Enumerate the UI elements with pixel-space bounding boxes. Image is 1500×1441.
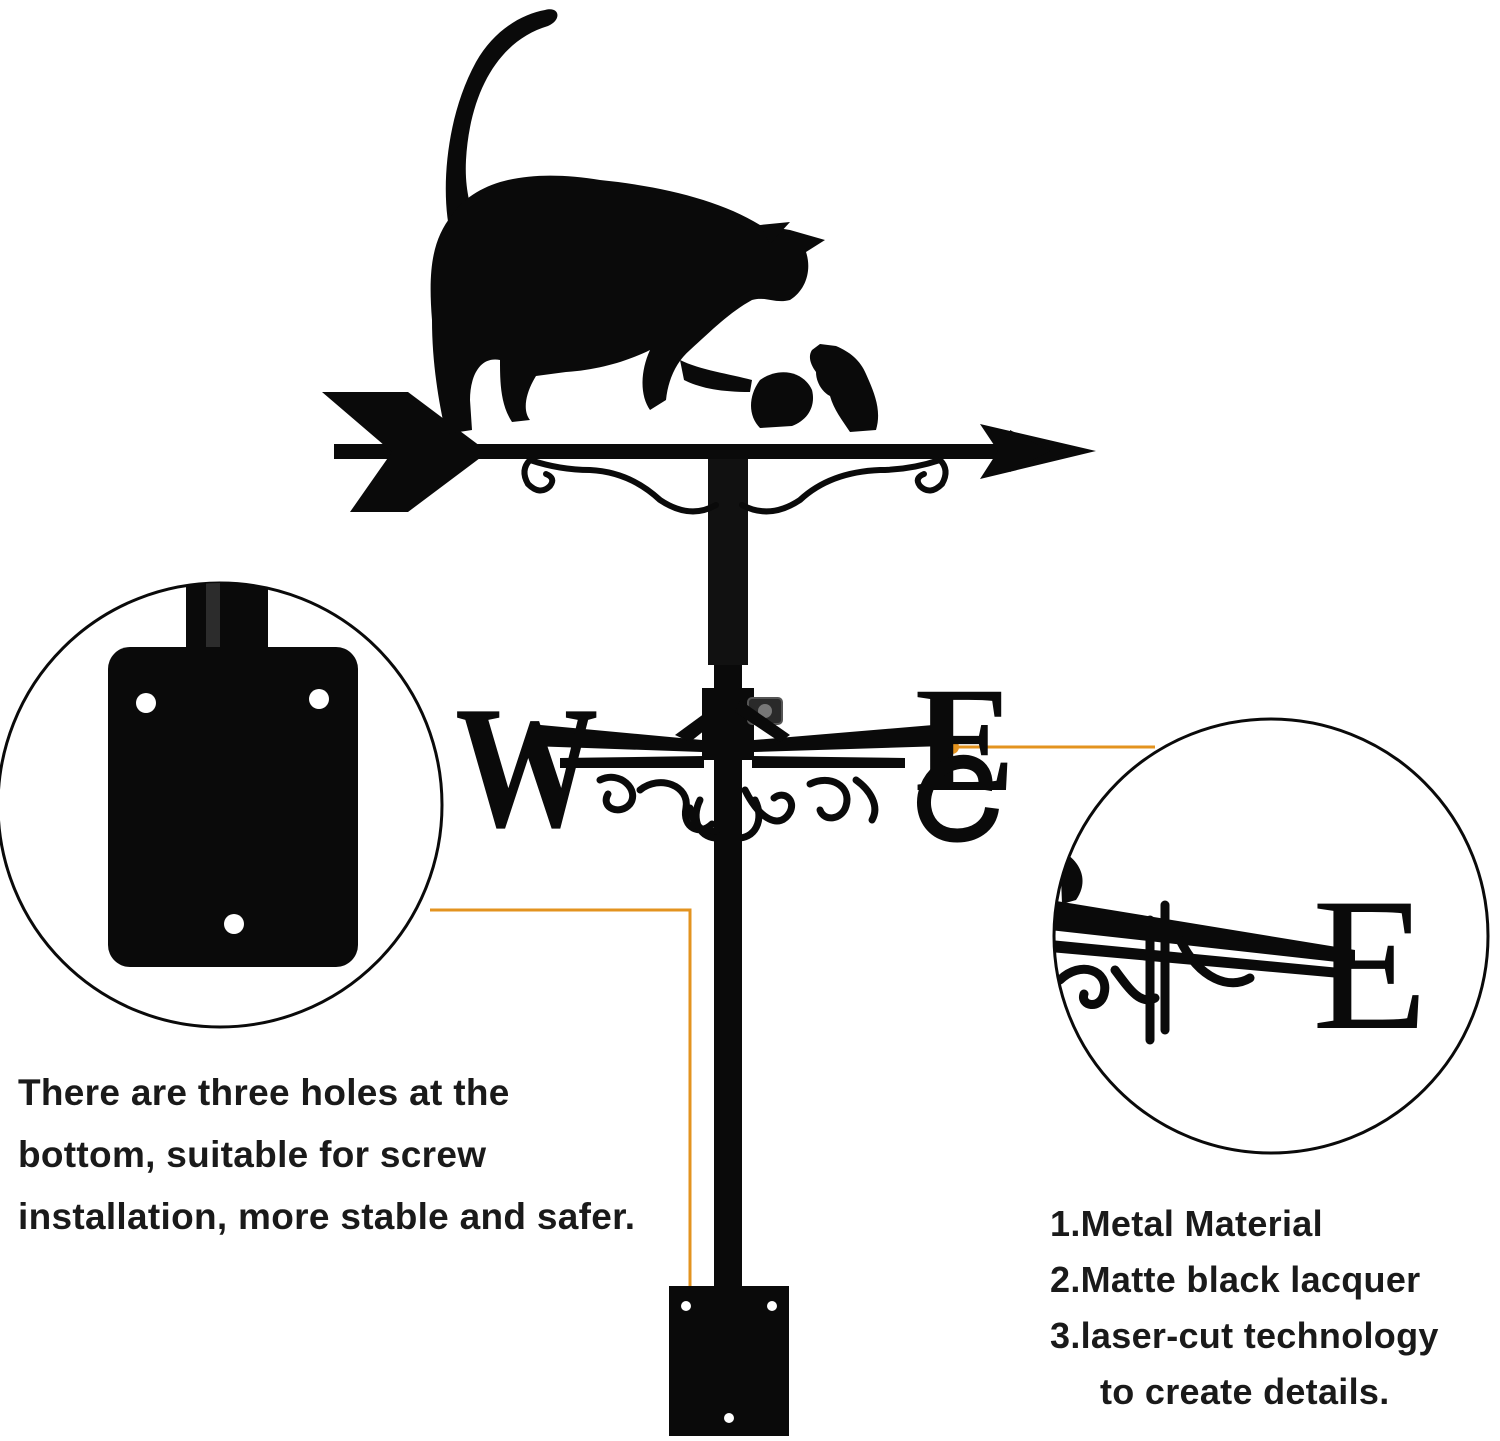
svg-text:E: E — [1312, 860, 1428, 1070]
pole-sleeve — [708, 455, 748, 665]
east-letter-c-flourish — [917, 754, 999, 843]
feature-item-material: 1.Metal Material — [1050, 1203, 1323, 1244]
mouse-silhouette-icon — [751, 344, 879, 432]
base-holes-caption: There are three holes at the bottom, sui… — [18, 1062, 698, 1248]
zoom-circle-east: E — [1052, 717, 1490, 1155]
base-plate — [669, 1286, 789, 1436]
feature-item-lacquer: 2.Matte black lacquer — [1050, 1259, 1421, 1300]
cross-arms — [530, 700, 945, 768]
feature-item-laser-cut: 3.laser-cut technology — [1050, 1315, 1439, 1356]
ornamental-scrollwork — [596, 773, 879, 842]
arrow — [322, 392, 1096, 512]
east-arm-icon: E — [1054, 850, 1428, 1070]
caption-line-1: There are three holes at the — [18, 1072, 510, 1113]
zoom-circle-base-plate — [0, 581, 444, 1029]
caption-line-3: installation, more stable and safer. — [18, 1196, 636, 1237]
arrow-scroll-bracket — [521, 457, 949, 515]
mounting-plate-icon — [108, 583, 358, 967]
feature-item-laser-cut-continued: to create details. — [1100, 1371, 1390, 1412]
west-letter: W — [455, 670, 598, 865]
caption-line-2: bottom, suitable for screw — [18, 1134, 487, 1175]
cat-silhouette-icon — [430, 9, 825, 434]
callout-line-base — [430, 908, 692, 1345]
callout-dot-east — [945, 740, 959, 754]
feature-list: 1.Metal Material 2.Matte black lacquer 3… — [1050, 1196, 1490, 1420]
